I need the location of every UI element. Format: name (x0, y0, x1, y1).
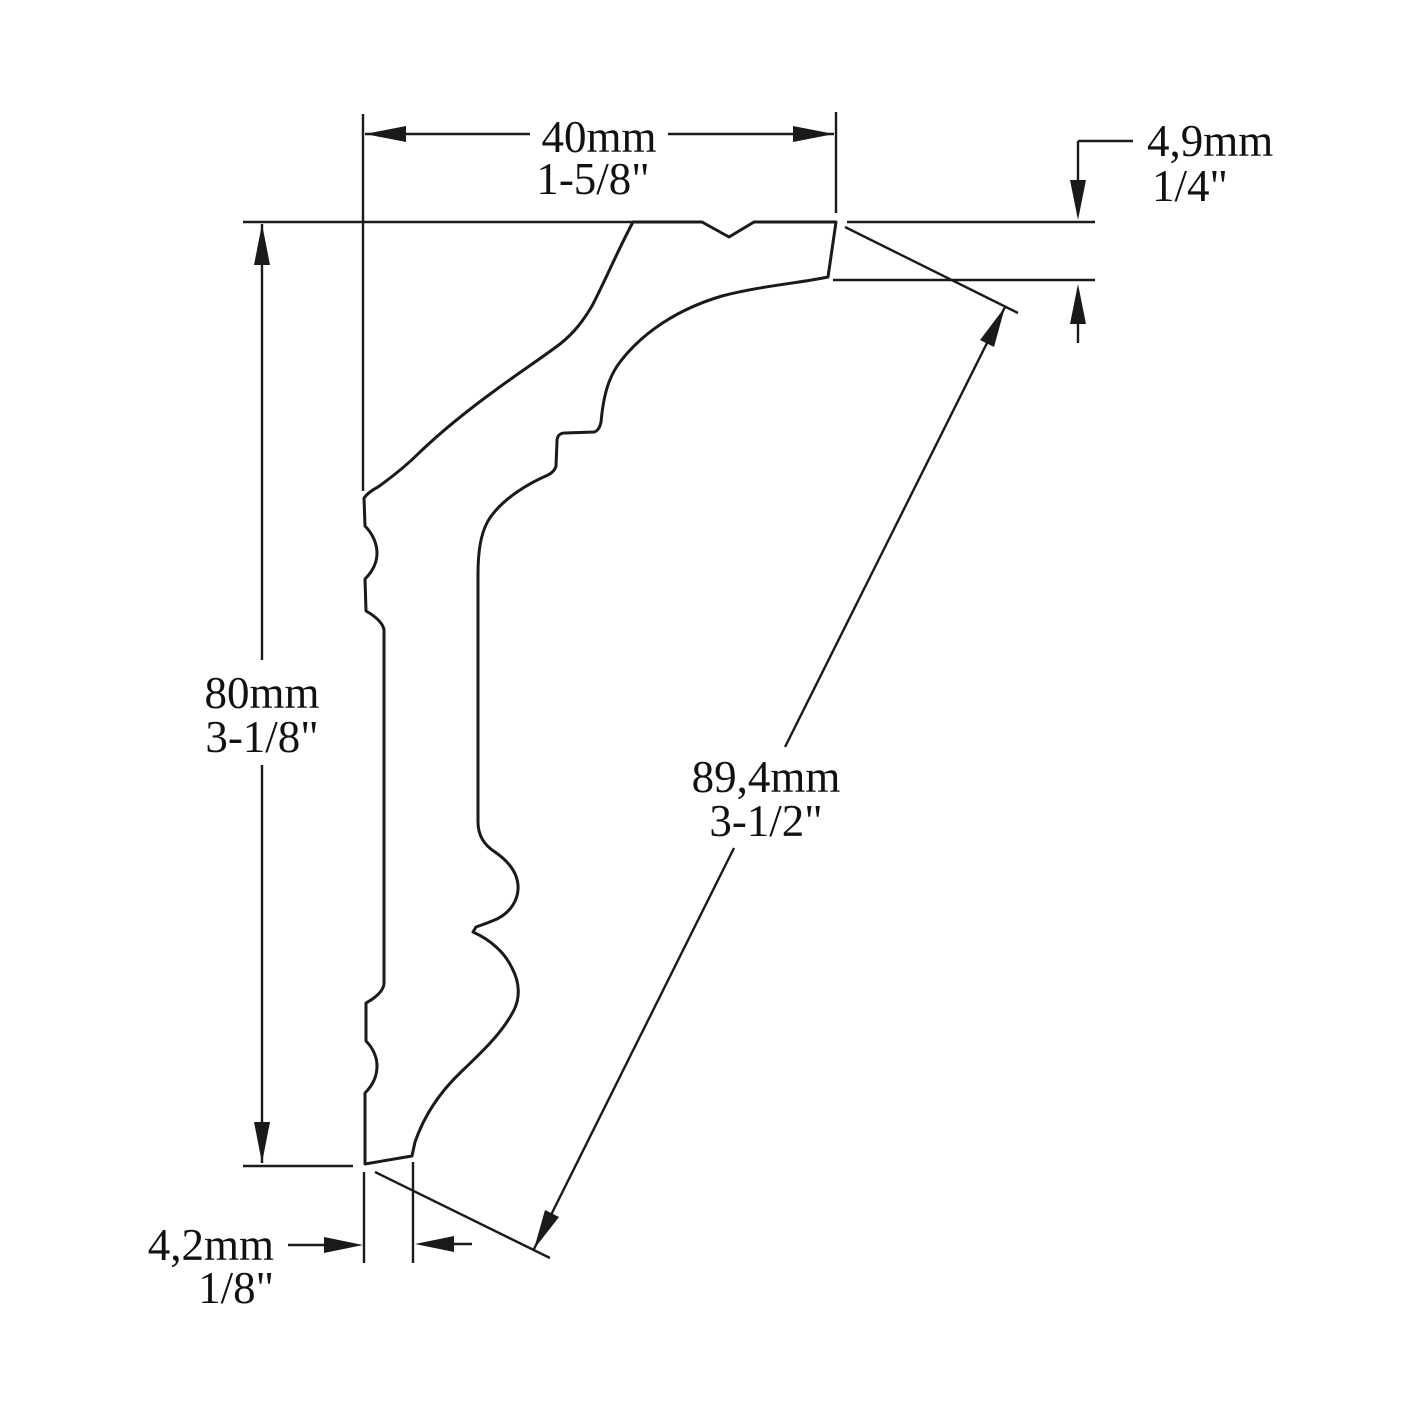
arrowhead-right-icon (324, 1237, 363, 1253)
arrowhead-right-icon (793, 126, 834, 142)
arrowhead-down-icon (254, 1122, 270, 1163)
extension-line (844, 225, 1019, 315)
arrowhead-downleft-icon (534, 1210, 559, 1249)
dim-top-drop-metric-label: 4,9mm (1147, 116, 1273, 166)
molding-profile-outline (362, 220, 838, 1166)
arrowhead-down-icon (1070, 180, 1086, 220)
dim-face-length-metric-label: 89,4mm (692, 752, 841, 802)
dim-top-drop-imperial-label: 1/4" (1152, 161, 1228, 211)
dim-top-drop: 4,9mm 1/4" (833, 116, 1273, 343)
dimension-line (783, 306, 1007, 748)
dim-bottom-width-imperial-label: 1/8" (198, 1263, 274, 1313)
dim-height-metric-label: 80mm (204, 668, 319, 718)
dim-top-width-metric-label: 40mm (541, 112, 656, 162)
dim-top-width: 40mm 1-5/8" (361, 112, 838, 491)
dimension-line (532, 847, 736, 1250)
arrowhead-up-icon (1070, 284, 1086, 324)
extension-line (374, 1170, 551, 1260)
arrowhead-upright-icon (980, 307, 1005, 347)
dim-height-imperial-label: 3-1/8" (205, 712, 318, 762)
arrowhead-up-icon (254, 224, 270, 265)
dim-face-length-imperial-label: 3-1/2" (709, 796, 822, 846)
dim-top-width-imperial-label: 1-5/8" (536, 154, 649, 204)
dim-bottom-width-metric-label: 4,2mm (148, 1220, 274, 1270)
dim-face-length: 89,4mm 3-1/2" (374, 225, 1019, 1260)
dim-bottom-width: 4,2mm 1/8" (148, 1162, 472, 1313)
arrowhead-left-icon (415, 1236, 454, 1252)
arrowhead-left-icon (365, 126, 406, 142)
dim-height: 80mm 3-1/8" (204, 220, 633, 1168)
